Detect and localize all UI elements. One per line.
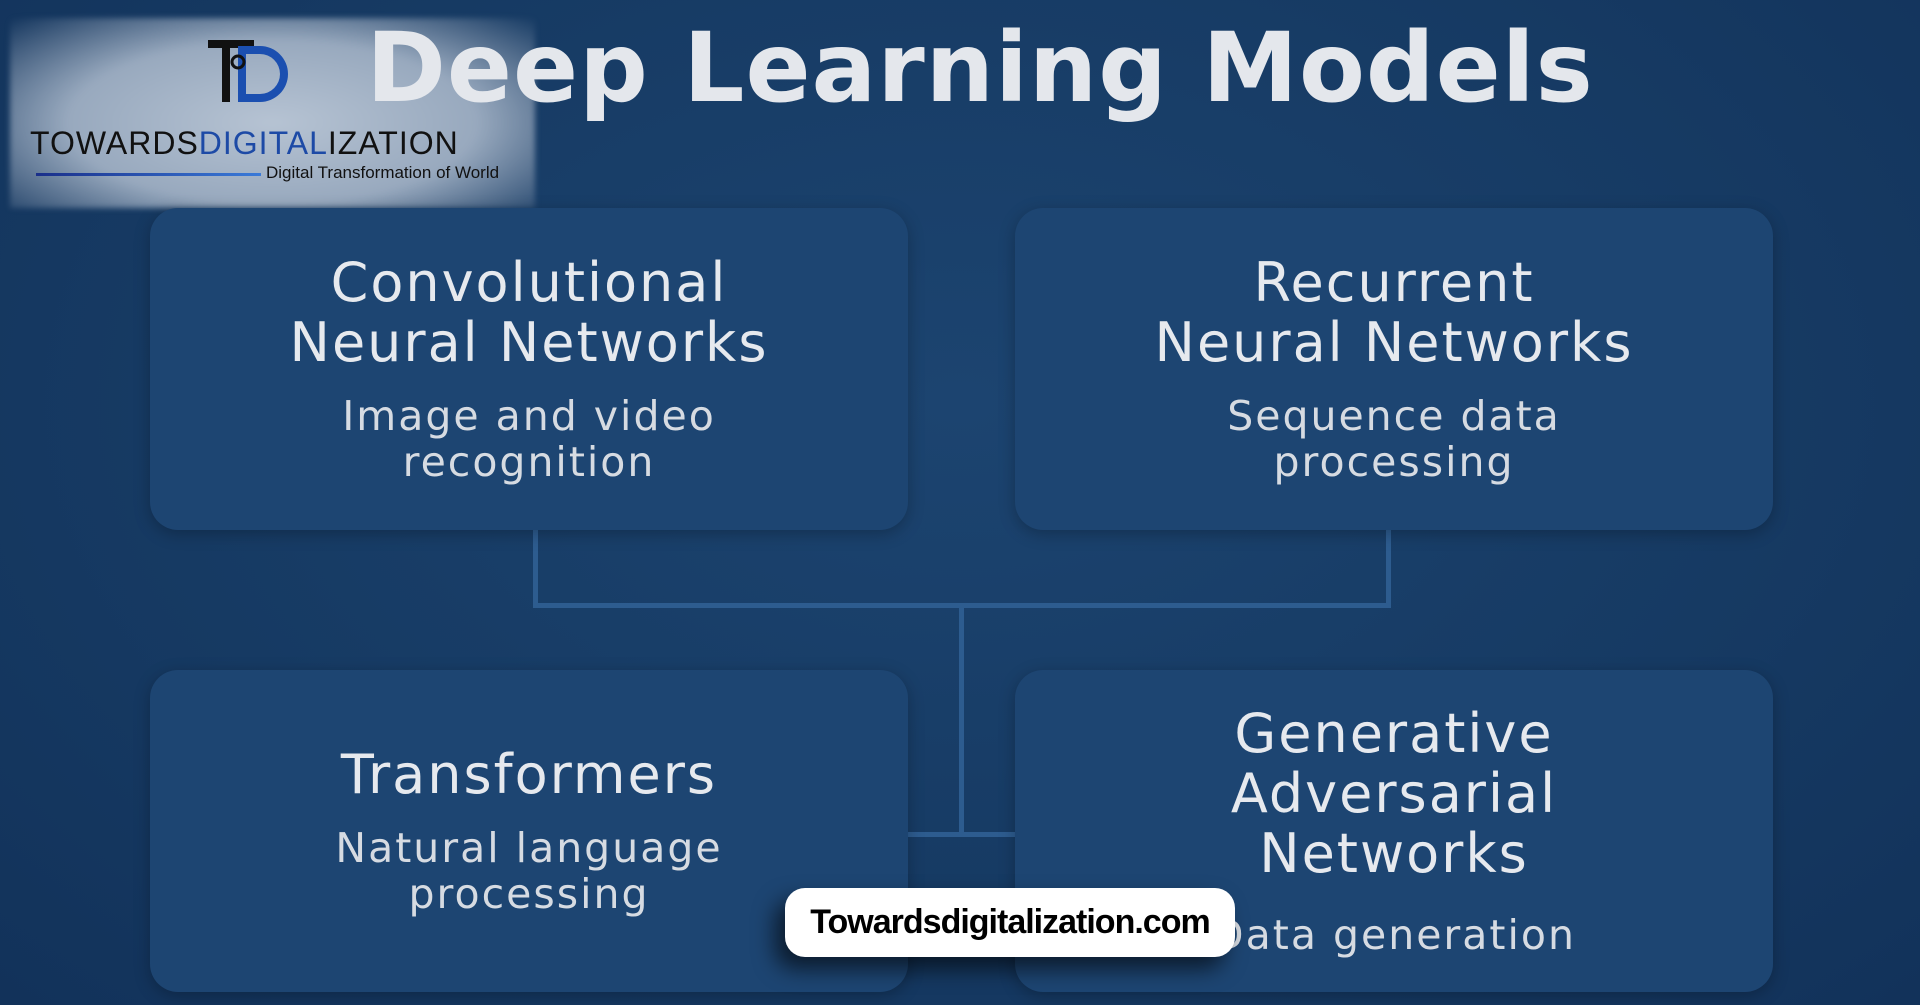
connector [959, 603, 964, 837]
logo-word-ization: IZATION [327, 125, 459, 161]
connector [900, 832, 1020, 837]
card-description: Data generation [1212, 911, 1576, 959]
connector [533, 529, 538, 607]
card-title: Transformers [340, 743, 718, 806]
logo-wordmark: TOWARDSDIGITALIZATION [30, 125, 459, 162]
logo-word-towards: TOWARDS [30, 125, 199, 161]
website-watermark-badge: Towardsdigitalization.com [785, 888, 1235, 957]
td-logo-icon [208, 40, 288, 102]
connector [1386, 529, 1391, 607]
page-title: Deep Learning Models [366, 12, 1594, 124]
logo-underline [36, 173, 261, 176]
logo-tagline: Digital Transformation of World [266, 163, 500, 182]
logo-word-digital: DIGITAL [198, 125, 328, 161]
